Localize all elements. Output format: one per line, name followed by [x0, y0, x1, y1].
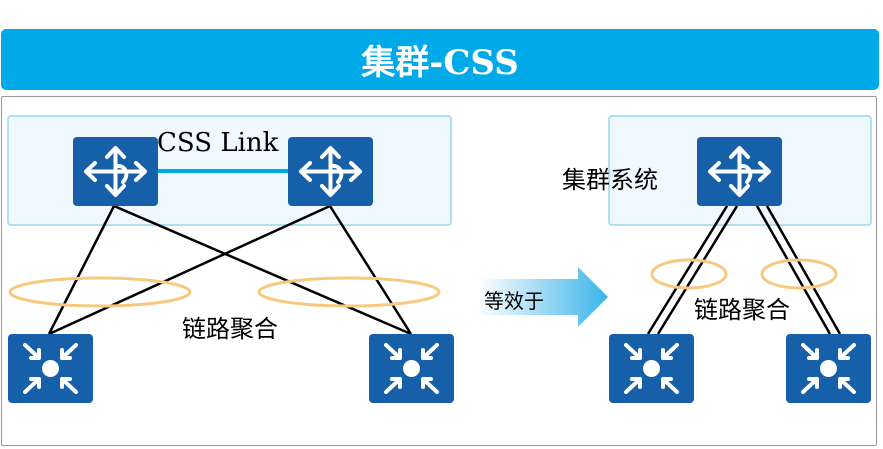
left-uplinks: [47, 204, 413, 336]
right-uplinks: [646, 205, 842, 335]
switch-icon: [367, 332, 456, 405]
left-link-agg-ellipse-2: [257, 276, 441, 308]
router-icon: [695, 135, 784, 208]
equivalent-label: 等效于: [484, 289, 544, 313]
switch-icon: [607, 332, 696, 405]
css-link-label: CSS Link: [157, 128, 279, 158]
title-bar: 集群-CSS: [1, 29, 879, 90]
right-arrow-icon: [478, 267, 608, 327]
cluster-system-label: 集群系统: [562, 166, 658, 194]
right-link-agg-ellipse-2: [760, 258, 838, 290]
right-link-agg-ellipse-1: [650, 258, 728, 290]
diagram-frame: [1, 96, 877, 446]
switch-icon: [6, 332, 95, 405]
router-icon: [286, 135, 375, 208]
left-link-agg-ellipse-1: [8, 276, 192, 308]
page-title: 集群-CSS: [361, 43, 519, 83]
left-link-agg-label: 链路聚合: [182, 315, 278, 343]
right-link-agg-label: 链路聚合: [694, 296, 790, 324]
switch-icon: [784, 332, 873, 405]
router-icon: [71, 135, 160, 208]
